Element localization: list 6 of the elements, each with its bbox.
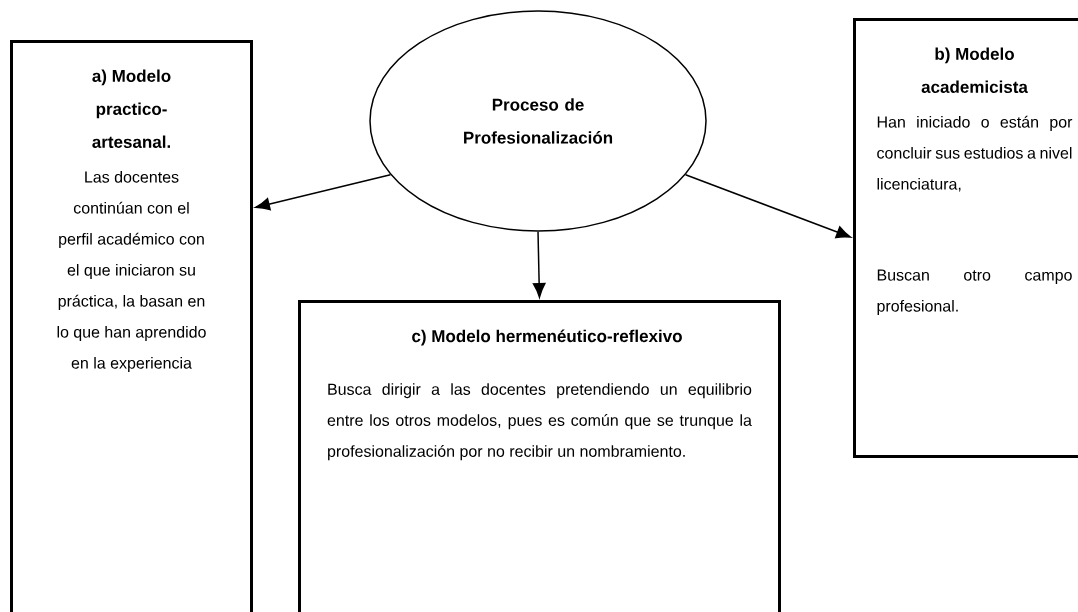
arrow <box>532 231 546 298</box>
arrow <box>255 173 392 211</box>
text-box: c) Modelo hermenéutico-reflexivo Busca dirigir a las docentes pretendiendo un equilibrio entre los otros modelos, pues es común que se trunque la profesionalización por no recibir un nombramiento. <box>298 300 781 612</box>
arrow <box>684 173 852 239</box>
text-box: b) Modelo academicista Han iniciado o están por concluir sus estudios a nivel licenciatura, Buscan otro campo profesional. <box>853 18 1078 458</box>
text-box: a) Modelo practico-artesanal. Las docentes continúan con el perfil académico con el que iniciaron su práctica, la basan en lo que han aprendido en la experiencia <box>10 40 253 612</box>
